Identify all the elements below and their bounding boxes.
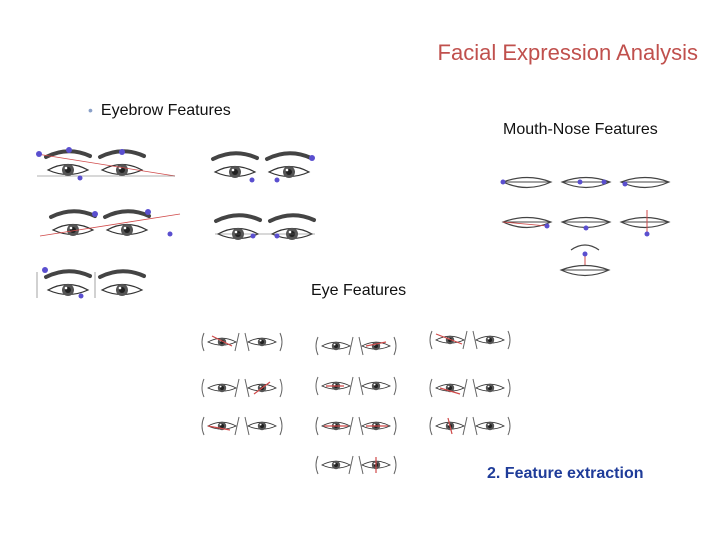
- eye-sketch-7: [202, 417, 282, 435]
- eyebrow-sketch-3: [40, 209, 180, 237]
- eyebrow-sketch-5: [37, 267, 144, 299]
- nose-mouth-sketch: [561, 245, 609, 276]
- mouth-sketch-2: [562, 178, 610, 188]
- eye-sketch-4: [202, 379, 282, 397]
- mouth-sketch-5: [562, 218, 610, 231]
- eyebrow-sketch-2: [213, 153, 315, 182]
- eye-sketch-2: [316, 337, 396, 355]
- mouth-sketch-3: [621, 178, 669, 188]
- eye-sketch-3: [430, 331, 510, 349]
- eye-sketch-6: [430, 379, 510, 397]
- mouth-nose-features-figures: [501, 178, 670, 276]
- eye-features-figures: [202, 331, 510, 474]
- eye-sketch-9: [430, 417, 510, 435]
- eye-sketch-8: [316, 417, 396, 435]
- eye-sketch-10: [316, 456, 396, 474]
- eyebrow-features-figures: [36, 147, 315, 299]
- eye-sketch-5: [316, 377, 396, 395]
- mouth-sketch-4: [503, 218, 551, 229]
- eyebrow-sketch-4: [215, 215, 315, 240]
- eyebrow-sketch-1: [36, 147, 175, 181]
- mouth-sketch-6: [621, 210, 669, 237]
- mouth-sketch-1: [501, 178, 552, 188]
- eye-sketch-1: [202, 333, 282, 351]
